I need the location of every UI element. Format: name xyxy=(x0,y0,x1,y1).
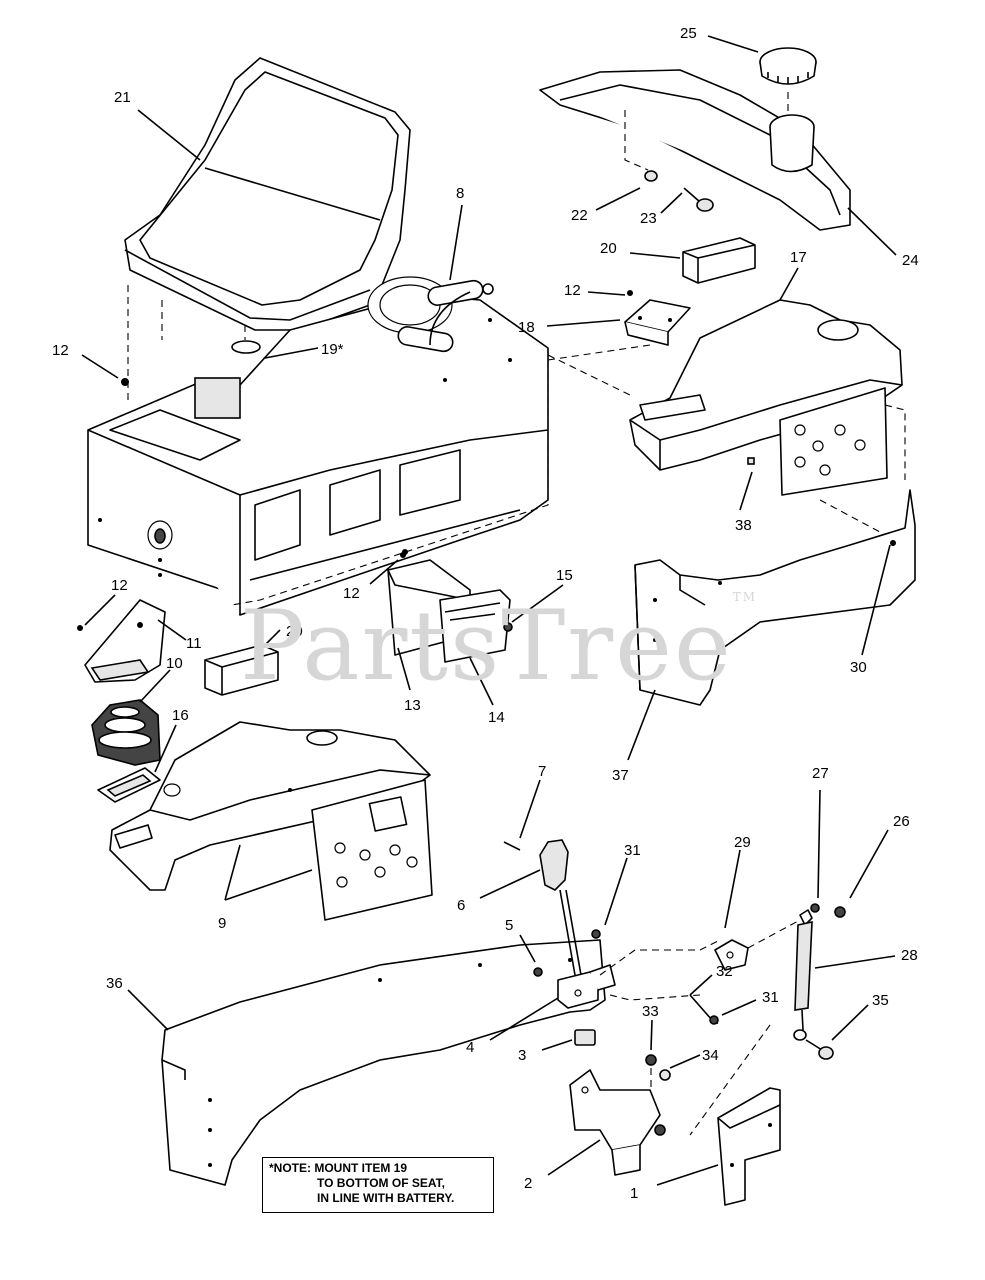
callout-20b: 20 xyxy=(286,623,303,640)
shift-boot-part[interactable] xyxy=(91,699,161,766)
battery-top-part[interactable] xyxy=(682,237,756,284)
bracket-part[interactable] xyxy=(624,299,691,346)
callout-3: 3 xyxy=(518,1047,526,1064)
callout-2: 2 xyxy=(524,1175,532,1192)
screw-part[interactable] xyxy=(77,625,83,631)
rod-clip-part[interactable] xyxy=(714,939,749,971)
washer-34-part[interactable] xyxy=(659,1069,671,1081)
callout-17: 17 xyxy=(790,249,807,266)
callout-18: 18 xyxy=(518,319,535,336)
callout-6: 6 xyxy=(457,897,465,914)
callout-4: 4 xyxy=(466,1039,474,1056)
callout-27: 27 xyxy=(812,765,829,782)
callout-11: 11 xyxy=(186,635,202,652)
bolt-35-part[interactable] xyxy=(805,1039,834,1060)
callout-31b: 31 xyxy=(762,989,779,1006)
nut-5-part[interactable] xyxy=(533,967,543,977)
callout-28: 28 xyxy=(901,947,918,964)
callout-38: 38 xyxy=(735,517,752,534)
callout-36: 36 xyxy=(106,975,123,992)
callout-12: 12 xyxy=(52,342,69,359)
callout-30: 30 xyxy=(850,659,867,676)
mount-bracket-2-part[interactable] xyxy=(569,1069,666,1176)
callout-26: 26 xyxy=(893,813,910,830)
fuel-cap-part[interactable] xyxy=(759,47,817,85)
clip-part[interactable] xyxy=(747,457,755,465)
seat-button-part[interactable] xyxy=(231,340,261,354)
pin-7-part[interactable] xyxy=(503,841,521,851)
gas-spring-part[interactable] xyxy=(793,909,813,1041)
callout-1: 1 xyxy=(630,1185,638,1202)
seat-part[interactable] xyxy=(124,57,411,331)
callout-29: 29 xyxy=(734,834,751,851)
callout-12c: 12 xyxy=(343,585,360,602)
callout-34: 34 xyxy=(702,1047,719,1064)
callout-13: 13 xyxy=(404,697,421,714)
note-line-3: IN LINE WITH BATTERY. xyxy=(317,1191,455,1205)
callout-14: 14 xyxy=(488,709,505,726)
note-line-2: TO BOTTOM OF SEAT, xyxy=(317,1176,446,1190)
dash-panel-part[interactable] xyxy=(629,299,903,471)
callout-20: 20 xyxy=(600,240,617,257)
callout-24: 24 xyxy=(902,252,919,269)
bezel-part[interactable] xyxy=(84,599,166,683)
bezel-16-part[interactable] xyxy=(97,767,161,803)
callout-21: 21 xyxy=(114,89,131,106)
callout-12d: 12 xyxy=(111,577,128,594)
callout-33: 33 xyxy=(642,1003,659,1020)
mount-bracket-1-part[interactable] xyxy=(717,1087,781,1206)
control-plate-left-part[interactable] xyxy=(311,779,433,921)
watermark-text: PartsTree xyxy=(240,590,733,702)
washer-26-part[interactable] xyxy=(834,906,846,918)
washer-27-part[interactable] xyxy=(810,903,820,913)
fender-right-part[interactable] xyxy=(634,489,916,706)
nut-31-part[interactable] xyxy=(591,929,601,939)
fender-left-part[interactable] xyxy=(161,939,606,1186)
nut-31b-part[interactable] xyxy=(709,1015,719,1025)
callout-15: 15 xyxy=(556,567,573,584)
callout-23: 23 xyxy=(640,210,657,227)
callout-5: 5 xyxy=(505,917,513,934)
pivot-bracket-part[interactable] xyxy=(557,964,616,1009)
bracket-14-part[interactable] xyxy=(439,589,513,663)
callout-37: 37 xyxy=(612,767,629,784)
battery-clamp-part[interactable] xyxy=(397,279,494,353)
watermark: PartsTreeTM xyxy=(240,590,757,702)
callout-19: 19* xyxy=(321,341,344,358)
control-plate-right-part[interactable] xyxy=(779,387,888,496)
bolt-part[interactable] xyxy=(683,187,714,212)
grommet-part[interactable] xyxy=(644,170,658,182)
watermark-tm: TM xyxy=(732,590,758,604)
callout-35: 35 xyxy=(872,992,889,1009)
mounting-note: *NOTE: MOUNT ITEM 19 TO BOTTOM OF SEAT, … xyxy=(262,1157,494,1213)
callout-16: 16 xyxy=(172,707,189,724)
block-3-part[interactable] xyxy=(574,1029,596,1046)
callout-10: 10 xyxy=(166,655,183,672)
callout-25: 25 xyxy=(680,25,697,42)
frame-part[interactable] xyxy=(87,276,549,616)
callout-9: 9 xyxy=(218,915,226,932)
callout-31: 31 xyxy=(624,842,641,859)
rod-32-part[interactable] xyxy=(689,994,713,1021)
callout-22: 22 xyxy=(571,207,588,224)
callout-12b: 12 xyxy=(564,282,581,299)
callout-7: 7 xyxy=(538,763,546,780)
callout-32: 32 xyxy=(716,963,733,980)
nut-33-part[interactable] xyxy=(645,1054,657,1066)
lift-handle-part[interactable] xyxy=(539,839,582,976)
note-line-1: *NOTE: MOUNT ITEM 19 xyxy=(269,1161,408,1175)
tank-cover-part[interactable] xyxy=(539,69,851,231)
battery-left-part[interactable] xyxy=(204,644,279,696)
callout-8: 8 xyxy=(456,185,464,202)
